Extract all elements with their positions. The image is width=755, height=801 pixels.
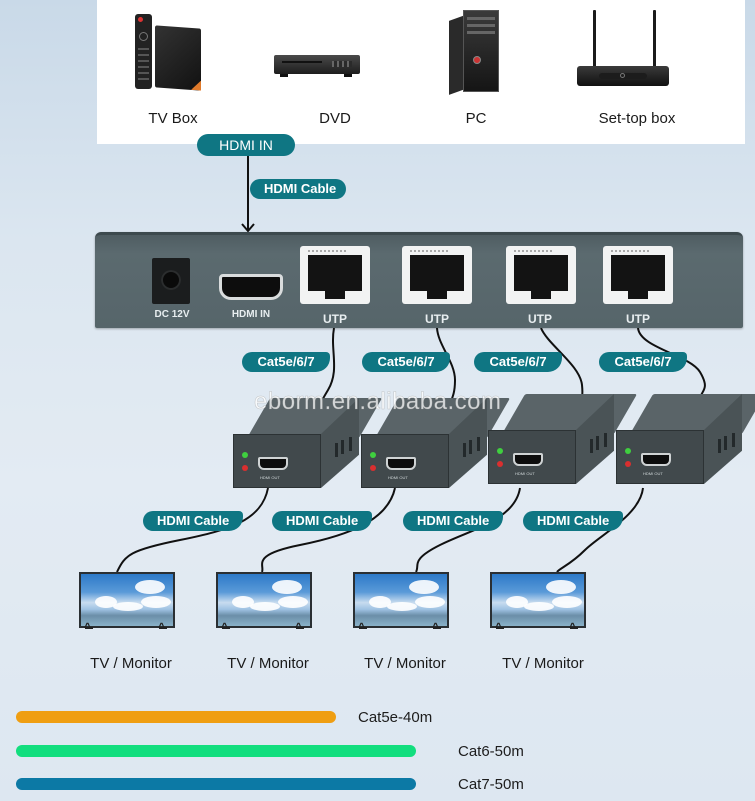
pwr-led <box>625 461 631 467</box>
hdmi-out-cable-1 <box>116 487 269 573</box>
length-label-cat7: Cat7-50m <box>458 776 524 793</box>
hdmi-splitter-transmitter: DC 12V HDMI IN UTP UTP UTP UTP <box>95 232 743 328</box>
hdmi-receiver-2: HDMI OUT <box>361 398 511 488</box>
hdmi-out-cable-badge-1: HDMI Cable <box>143 511 243 531</box>
utp-port-label-3: UTP <box>528 312 552 326</box>
sta-led <box>625 448 631 454</box>
hdmi-out-label: HDMI OUT <box>643 471 663 476</box>
pwr-led <box>497 461 503 467</box>
tv-label-2: TV / Monitor <box>227 655 309 672</box>
hdmi-out-label: HDMI OUT <box>388 475 408 480</box>
cat-cable-badge-1: Cat5e/6/7 <box>242 352 330 372</box>
pwr-led <box>242 465 248 471</box>
dc-power-jack <box>152 258 190 304</box>
set-top-box-icon <box>577 10 669 86</box>
tv-label-4: TV / Monitor <box>502 655 584 672</box>
hdmi-out-label: HDMI OUT <box>260 475 280 480</box>
source-label-set-top-box: Set-top box <box>598 110 676 127</box>
hdmi-out-cable-badge-4: HDMI Cable <box>523 511 623 531</box>
watermark-text: eborm.en.alibaba.com <box>254 388 502 416</box>
sta-led <box>370 452 376 458</box>
hdmi-in-badge: HDMI IN <box>197 134 295 156</box>
tv-screen <box>216 572 312 628</box>
utp-port-2 <box>402 246 472 304</box>
source-label-tv-box: TV Box <box>148 110 198 127</box>
tv-label-1: TV / Monitor <box>90 655 172 672</box>
hdmi-out-cable-3 <box>415 487 521 573</box>
cat-cable-badge-3: Cat5e/6/7 <box>474 352 562 372</box>
pwr-led <box>370 465 376 471</box>
utp-port-3 <box>506 246 576 304</box>
utp-port-1 <box>300 246 370 304</box>
hdmi-out-cable-badge-2: HDMI Cable <box>272 511 372 531</box>
pc-tower-icon <box>449 10 499 95</box>
tv-screen <box>79 572 175 628</box>
length-bar-cat6 <box>16 745 416 757</box>
tv-screen <box>353 572 449 628</box>
hdmi-out-port <box>513 453 543 466</box>
hdmi-cable-badge: HDMI Cable <box>250 179 346 199</box>
hdmi-receiver-4: HDMI OUT <box>616 394 755 484</box>
hdmi-input-arrow <box>241 223 255 233</box>
hdmi-out-port <box>386 457 416 470</box>
source-label-dvd: DVD <box>319 110 351 127</box>
length-label-cat6: Cat6-50m <box>458 743 524 760</box>
tv-box-icon <box>135 14 205 90</box>
dvd-player-icon <box>274 55 360 79</box>
hdmi-out-port <box>258 457 288 470</box>
length-label-cat5e: Cat5e-40m <box>358 709 433 726</box>
dc-port-label: DC 12V <box>154 309 190 320</box>
hdmi-in-port-label: HDMI IN <box>231 309 271 320</box>
hdmi-receiver-3: HDMI OUT <box>488 394 638 484</box>
cat-cable-badge-4: Cat5e/6/7 <box>599 352 687 372</box>
utp-port-label-4: UTP <box>626 312 650 326</box>
hdmi-receiver-1: HDMI OUT <box>233 398 383 488</box>
tv-label-3: TV / Monitor <box>364 655 446 672</box>
tv-monitor-2 <box>216 572 312 634</box>
length-bar-cat7 <box>16 778 416 790</box>
utp-port-label-2: UTP <box>425 312 449 326</box>
cat-cable-badge-2: Cat5e/6/7 <box>362 352 450 372</box>
tv-monitor-4 <box>490 572 586 634</box>
hdmi-out-cable-4 <box>556 487 644 573</box>
utp-port-4 <box>603 246 673 304</box>
hdmi-out-port <box>641 453 671 466</box>
tv-screen <box>490 572 586 628</box>
source-label-pc: PC <box>465 110 487 127</box>
tv-monitor-1 <box>79 572 175 634</box>
utp-port-label-1: UTP <box>323 312 347 326</box>
tv-monitor-3 <box>353 572 449 634</box>
hdmi-out-cable-badge-3: HDMI Cable <box>403 511 503 531</box>
sta-led <box>497 448 503 454</box>
hdmi-in-port <box>219 274 283 300</box>
cat-cable-4 <box>637 327 706 399</box>
hdmi-out-label: HDMI OUT <box>515 471 535 476</box>
sta-led <box>242 452 248 458</box>
length-bar-cat5e <box>16 711 336 723</box>
hdmi-out-cable-2 <box>261 487 396 573</box>
source-devices-panel: TV Box DVD PC Set-top box <box>97 0 745 144</box>
